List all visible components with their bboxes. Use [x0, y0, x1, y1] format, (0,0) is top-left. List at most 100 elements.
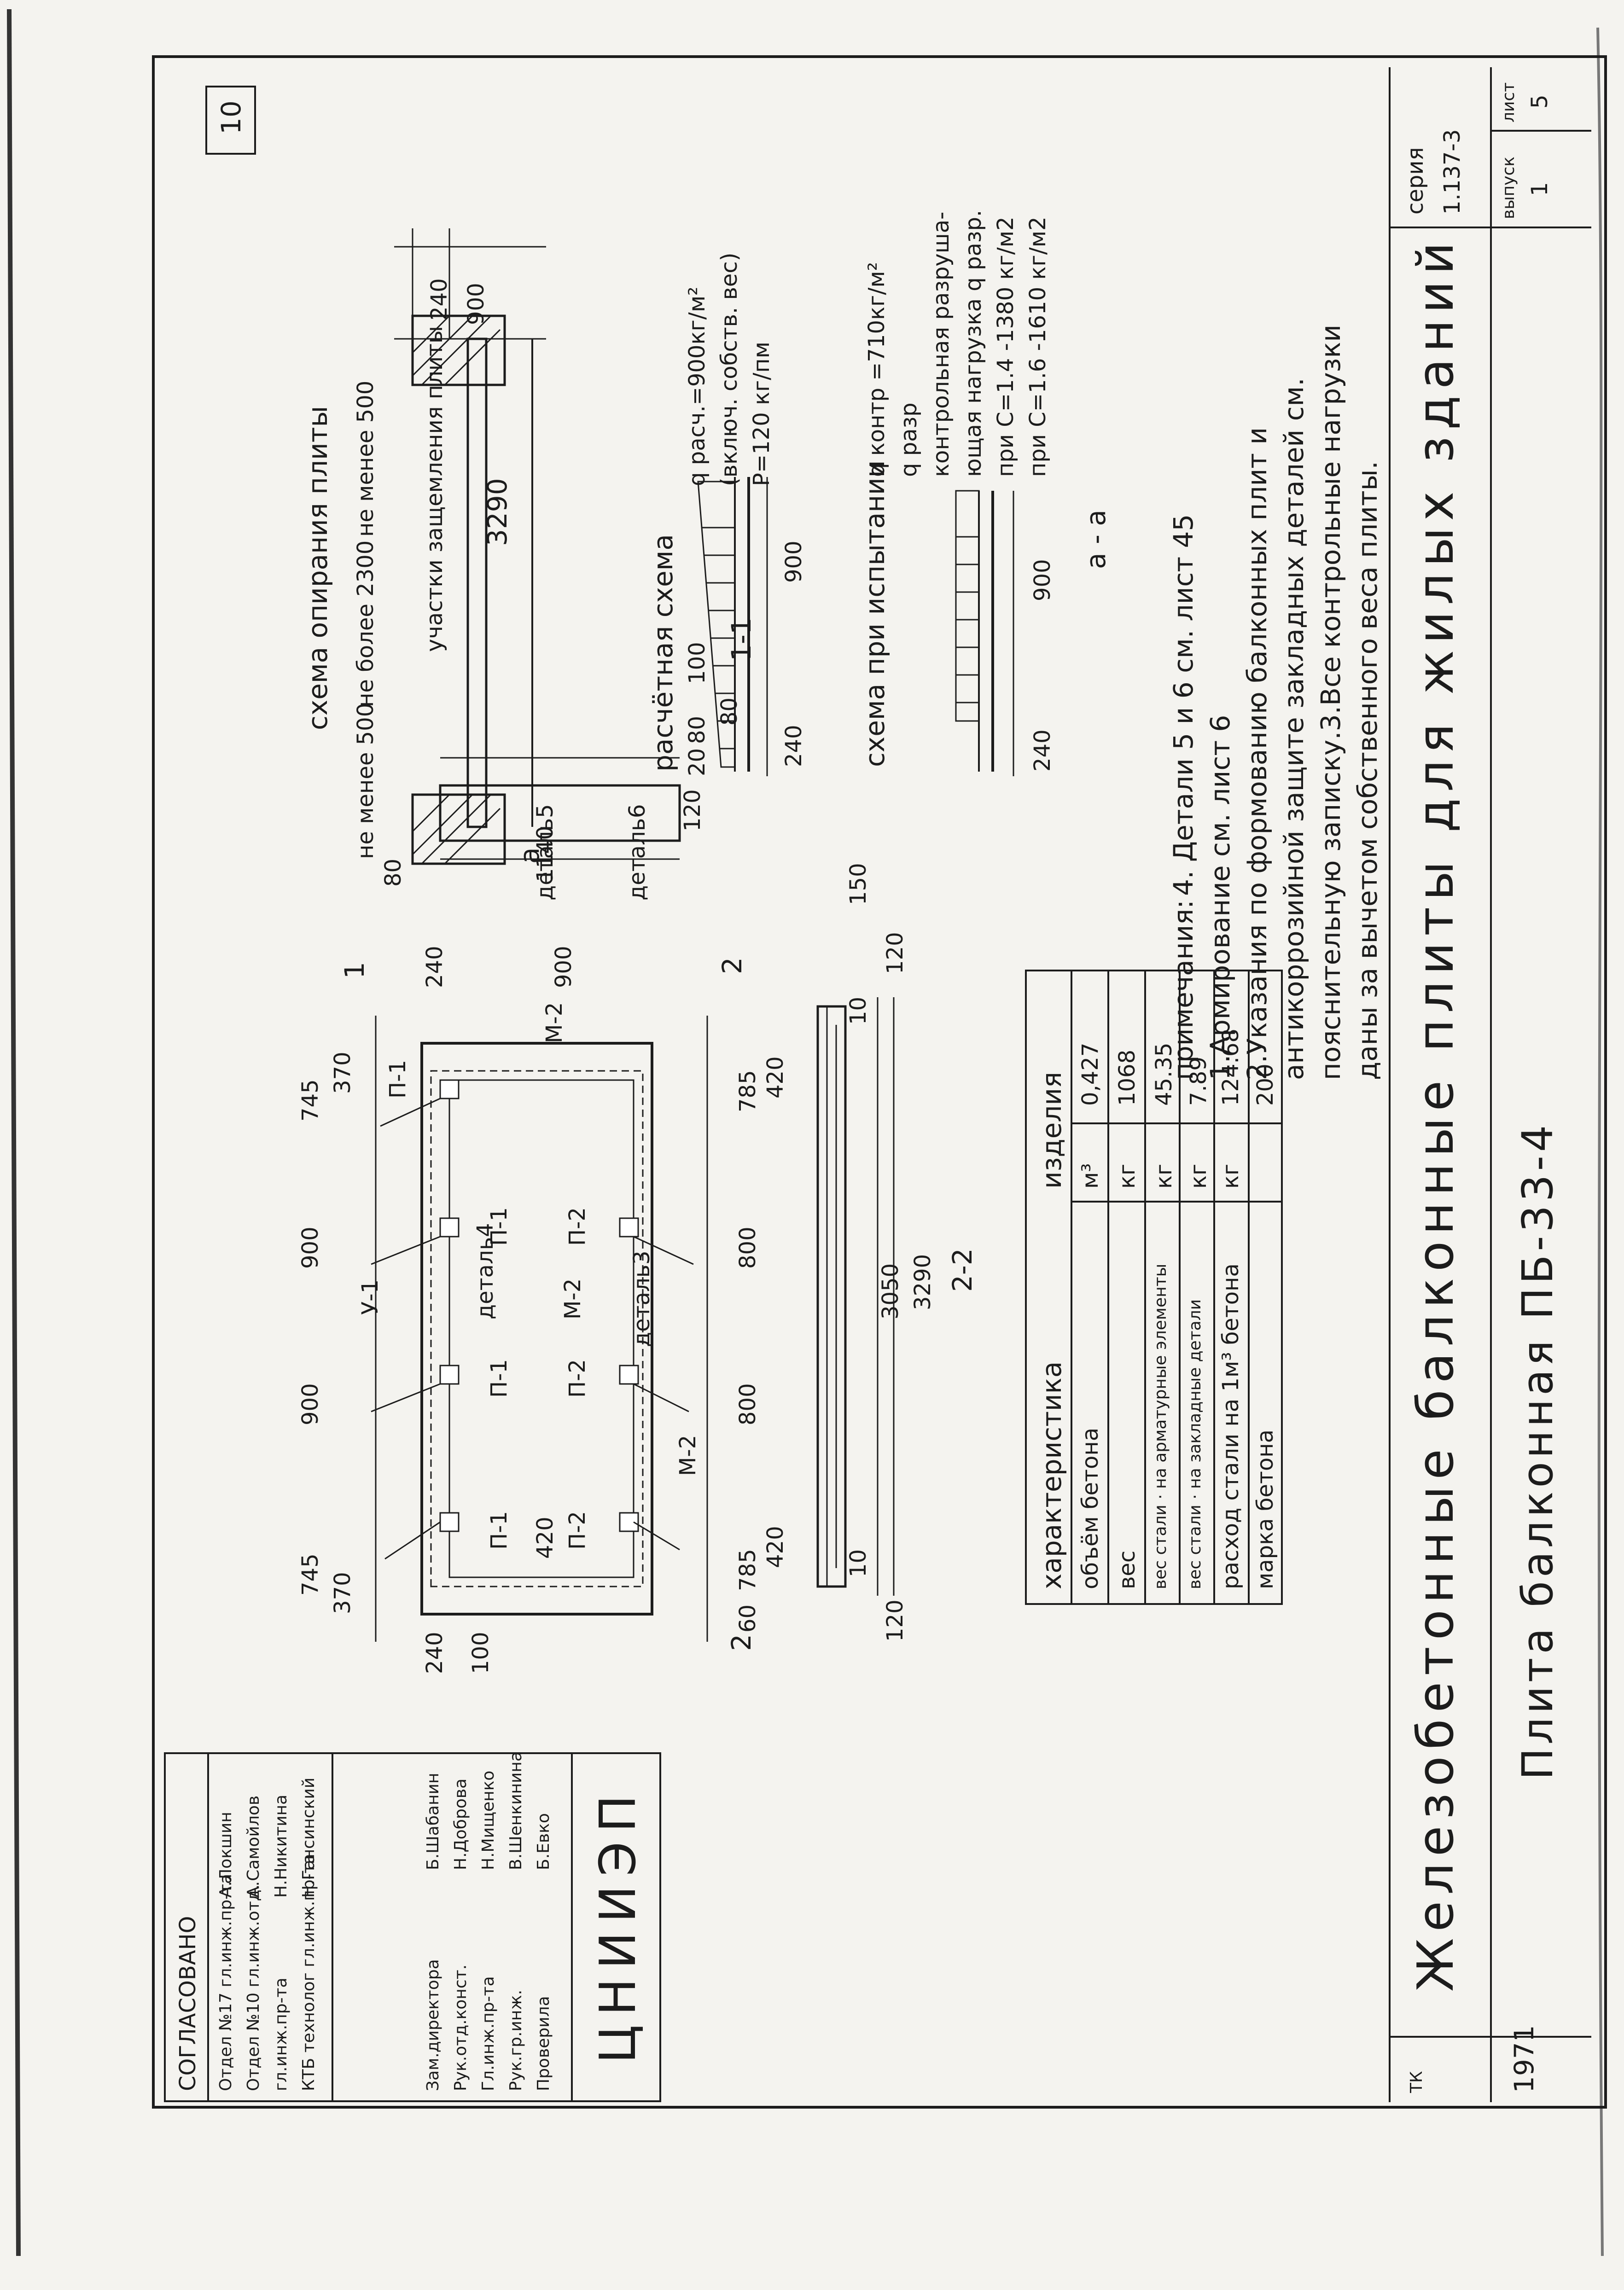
plan-dim-60: 60 — [735, 1604, 761, 1633]
section-22-dim-150: 150 — [845, 863, 871, 905]
plan-dim-left-240: 240 — [422, 1632, 448, 1674]
divider — [1389, 2036, 1591, 2038]
test-section: а - а — [1080, 510, 1112, 569]
spec-divider — [1071, 971, 1072, 1603]
approval-row-1-role: Отдел №17 гл.инж.пр-та — [216, 1873, 235, 2091]
spec-row-1-name: объём бетона — [1077, 1427, 1103, 1589]
frame-line — [1490, 67, 1492, 2102]
issue-value: 1 — [1527, 182, 1553, 196]
support-dim-240: 240 — [426, 278, 452, 320]
plan-label-u1: У-1 — [357, 1279, 383, 1315]
section-11-dim-80a: 80 — [380, 858, 406, 887]
test-note-4: при С=1.6 -1610 кг/м2 — [1025, 216, 1051, 477]
spec-table: характеристика изделия объём бетона м³ 0… — [1025, 970, 1283, 1605]
spec-divider — [1071, 1201, 1282, 1203]
divider — [1490, 67, 1492, 228]
spec-row-3-value: 45.35 — [1151, 1042, 1177, 1106]
section-22-dim-10b: 10 — [845, 996, 871, 1025]
sheet-number-box: 10 — [205, 86, 256, 155]
spec-row-4-value: 7.89 — [1186, 1057, 1211, 1106]
sig-row-2-role: Рук.отд.конст. — [451, 1964, 470, 2091]
plan-dim-right-240: 240 — [422, 946, 448, 988]
section-22-dim-420a: 420 — [763, 1526, 788, 1568]
spec-row-6-name: марка бетона — [1252, 1429, 1278, 1589]
year: 1971 — [1508, 2025, 1540, 2093]
plan-label-m2-c: М-2 — [541, 1002, 567, 1043]
plan-cut-1: 1 — [339, 962, 370, 979]
plan-detail-4: деталь4 — [472, 1223, 498, 1319]
approval-row-2-role: Отдел №10 гл.инж.отд. — [244, 1884, 263, 2091]
frame-line — [1389, 67, 1391, 2102]
sig-row-3-role: Гл.инж.пр-та — [479, 1976, 498, 2091]
section-11-dim-120: 120 — [680, 789, 705, 831]
section-11-label: 1-1 — [726, 617, 757, 661]
support-span: 3290 — [482, 478, 513, 546]
section-22-dim-3050: 3050 — [878, 1263, 903, 1319]
spec-divider — [1107, 971, 1109, 1603]
approval-block: СОГЛАСОВАНО Отдел №17 гл.инж.пр-та А.Лок… — [164, 1751, 661, 2102]
support-right-note: не менее 500 — [353, 380, 378, 537]
plan-dim-right-900: 900 — [551, 946, 576, 988]
plan-cut-2-left: 2 — [726, 1634, 757, 1651]
spec-row-3-name: вес стали · на арматурные элементы — [1151, 1263, 1170, 1589]
plan-label-p1-d: П-1 — [385, 1060, 411, 1099]
section-11-dim-100: 100 — [684, 642, 710, 684]
sig-row-5-name: Б.Евко — [534, 1813, 553, 1870]
sheet-number: 10 — [215, 100, 247, 134]
title-main: Железобетонные балконные плиты для жилых… — [1407, 235, 1465, 1992]
spec-divider — [1248, 971, 1250, 1603]
series-label: серия — [1403, 147, 1428, 215]
section-11-dim-20: 20 — [684, 748, 710, 776]
plan-dim-top-2: 900 — [297, 1383, 323, 1425]
section-11-dim-1140: 1140 — [532, 825, 558, 882]
sig-row-4-name: В.Шенкинина — [506, 1751, 525, 1870]
spec-row-5-value: 124.68 — [1218, 1029, 1244, 1106]
approval-row-1-name: А.Локшин — [216, 1812, 235, 1898]
spec-divider — [1071, 1122, 1282, 1124]
calc-dim-240: 240 — [781, 725, 807, 767]
approval-row-3-name: Н.Никитина — [272, 1794, 291, 1898]
support-scheme-drawing — [394, 228, 546, 865]
sig-row-4-role: Рук.гр.инж. — [506, 1989, 525, 2091]
spec-divider — [1213, 971, 1215, 1603]
test-note-1: контрольная разруша- — [928, 211, 954, 477]
approval-row-4-name: Н.Гансинский — [299, 1777, 318, 1898]
sheet-label: лист — [1499, 82, 1518, 122]
spec-row-5-unit: кг — [1218, 1163, 1244, 1189]
section-1-1-drawing — [439, 757, 681, 860]
title-sub: Плита балконная ПБ-33-4 — [1513, 1121, 1562, 1780]
series-value: 1.137-3 — [1439, 129, 1465, 215]
plan-drawing — [371, 1016, 708, 1642]
spec-row-1-unit: м³ — [1077, 1163, 1103, 1189]
spec-row-2-unit: кг — [1114, 1163, 1140, 1189]
section-22-label: 2-2 — [947, 1248, 978, 1292]
sheet-value: 5 — [1527, 94, 1553, 109]
section-11-dim-80c: 80 — [716, 697, 742, 726]
rotated-drawing: 10 ТК 1971 Железобетонные балконные плит… — [164, 67, 1601, 2102]
divider — [1490, 130, 1591, 132]
approval-row-2-name: А.Самойлов — [244, 1795, 263, 1898]
note-line-5: даны за вычетом собственного веса плиты. — [1352, 461, 1383, 1080]
section-2-2-drawing — [816, 997, 895, 1596]
spec-divider — [1179, 971, 1181, 1603]
approval-divider — [332, 1754, 333, 2100]
section-22-dim-10a: 10 — [845, 1549, 871, 1577]
support-mid-note: не более 2300 — [353, 540, 378, 707]
plan-dim-left-100: 100 — [468, 1632, 494, 1674]
note-line-3: антикоррозийной защите закладных деталей… — [1278, 378, 1310, 1080]
drawing-sheet: 10 ТК 1971 Железобетонные балконные плит… — [152, 55, 1607, 2109]
spec-row-4-name: вес стали · на закладные детали — [1186, 1299, 1205, 1589]
note-line-6: 4. Детали 5 и 6 см. лист 45 — [1168, 514, 1199, 896]
plan-label-p2-a: П-2 — [565, 1511, 590, 1550]
plan-label-m2-a: М-2 — [675, 1435, 701, 1476]
support-dim-900: 900 — [463, 283, 489, 325]
plan-label-p2-c: П-2 — [565, 1207, 590, 1246]
stamp-logo: ЦНИИЭП — [589, 1785, 647, 2063]
spec-row-2-value: 1068 — [1114, 1049, 1140, 1106]
plan-dim-420: 420 — [532, 1517, 558, 1559]
plan-dim-bottom-3: 800 — [735, 1226, 761, 1269]
sig-row-3-name: Н.Мищенко — [479, 1770, 498, 1870]
plan-dim-bottom-1: 785 — [735, 1549, 761, 1591]
calc-dim-900: 900 — [781, 541, 807, 583]
